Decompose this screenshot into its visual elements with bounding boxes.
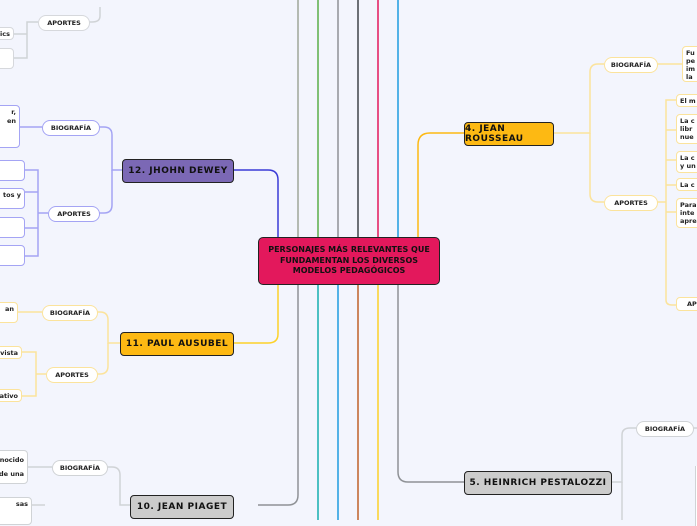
- leaf-node[interactable]: [695, 466, 697, 526]
- leaf-node[interactable]: [0, 160, 25, 181]
- leaf-text: AP: [687, 300, 697, 308]
- leaf-node[interactable]: tos y: [0, 188, 25, 209]
- leaf-text: El m: [680, 97, 696, 105]
- leaf-text: r, en: [6, 108, 16, 125]
- leaf-node[interactable]: ctivista: [0, 346, 22, 359]
- leaf-text: Para inte apre: [680, 201, 697, 225]
- leaf-text: nocido de una: [0, 456, 24, 478]
- topic-jean-rousseau[interactable]: 4. JEAN ROUSSEAU: [464, 122, 554, 146]
- topic-label: 12. JHOHN DEWEY: [128, 166, 228, 176]
- leaf-text: La c libr nue: [680, 117, 695, 141]
- leaf-node[interactable]: Fu pe im la: [682, 46, 697, 82]
- leaf-node[interactable]: [0, 48, 14, 69]
- subtopic-label: BIOGRAFÍA: [610, 61, 652, 69]
- leaf-text: cativo: [0, 392, 18, 400]
- rousseau-aportes[interactable]: APORTES: [604, 195, 658, 211]
- leaf-text: an: [4, 305, 14, 313]
- subtopic-aportes[interactable]: APORTES: [38, 15, 90, 31]
- topic-label: 11. PAUL AUSUBEL: [125, 339, 229, 349]
- leaf-text: sas: [15, 500, 28, 508]
- topic-label: 5. HEINRICH PESTALOZZI: [469, 478, 607, 488]
- leaf-node[interactable]: La c: [676, 178, 697, 191]
- leaf-text: La c: [680, 181, 695, 189]
- subtopic-label: APORTES: [55, 371, 89, 379]
- leaf-node[interactable]: [0, 245, 25, 266]
- piaget-biografia[interactable]: BIOGRAFÍA: [52, 460, 108, 476]
- leaf-node[interactable]: AP: [676, 297, 697, 311]
- leaf-text: ics: [0, 30, 10, 38]
- leaf-text: Fu pe im la: [686, 49, 696, 81]
- subtopic-label: BIOGRAFÍA: [644, 425, 686, 433]
- leaf-node[interactable]: [0, 217, 25, 238]
- topic-label: 4. JEAN ROUSSEAU: [465, 124, 524, 144]
- topic-jhohn-dewey[interactable]: 12. JHOHN DEWEY: [122, 159, 234, 183]
- leaf-node[interactable]: nocido de una: [0, 450, 28, 484]
- pestalozzi-biografia[interactable]: BIOGRAFÍA: [636, 421, 694, 437]
- leaf-node[interactable]: cativo: [0, 389, 22, 402]
- leaf-text: ctivista: [0, 349, 18, 357]
- leaf-node[interactable]: an: [0, 302, 18, 323]
- leaf-node[interactable]: Para inte apre: [676, 198, 697, 228]
- leaf-node[interactable]: ics: [0, 27, 14, 40]
- leaf-node[interactable]: La c y un: [676, 151, 697, 173]
- central-topic-label: PERSONAJES MÁS RELEVANTES QUE FUNDAMENTA…: [268, 245, 430, 276]
- dewey-biografia[interactable]: BIOGRAFÍA: [42, 120, 100, 136]
- rousseau-biografia[interactable]: BIOGRAFÍA: [604, 57, 658, 73]
- subtopic-label: BIOGRAFÍA: [50, 124, 92, 132]
- subtopic-label: APORTES: [614, 199, 648, 207]
- topic-paul-ausubel[interactable]: 11. PAUL AUSUBEL: [120, 332, 234, 356]
- subtopic-label: BIOGRAFÍA: [49, 309, 91, 317]
- leaf-node[interactable]: El m: [676, 94, 697, 107]
- leaf-node[interactable]: sas: [0, 497, 32, 525]
- topic-label: 10. JEAN PIAGET: [136, 502, 228, 512]
- topic-heinrich-pestalozzi[interactable]: 5. HEINRICH PESTALOZZI: [464, 471, 612, 495]
- ausubel-aportes[interactable]: APORTES: [46, 367, 98, 383]
- dewey-aportes[interactable]: APORTES: [48, 206, 100, 222]
- leaf-text: tos y: [3, 191, 21, 199]
- leaf-node[interactable]: r, en: [0, 105, 20, 148]
- leaf-node[interactable]: La c libr nue: [676, 114, 697, 144]
- ausubel-biografia[interactable]: BIOGRAFÍA: [42, 305, 98, 321]
- subtopic-label: APORTES: [57, 210, 91, 218]
- topic-jean-piaget[interactable]: 10. JEAN PIAGET: [130, 495, 234, 519]
- leaf-text: La c y un: [680, 154, 696, 170]
- subtopic-label: BIOGRAFÍA: [59, 464, 101, 472]
- subtopic-label: APORTES: [47, 19, 81, 27]
- central-topic[interactable]: PERSONAJES MÁS RELEVANTES QUE FUNDAMENTA…: [258, 237, 440, 285]
